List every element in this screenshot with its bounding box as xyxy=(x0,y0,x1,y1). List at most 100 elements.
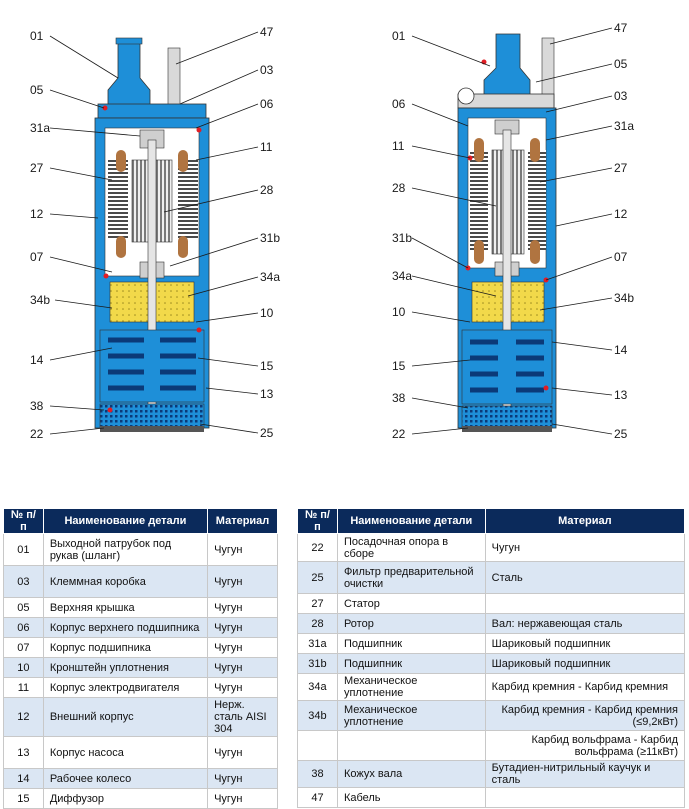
cell-name: Механическое уплотнение xyxy=(336,673,486,701)
callout-15: 15 xyxy=(260,359,274,373)
callout-11: 11 xyxy=(260,140,273,154)
table-row: 11 Корпус электродвигателя Чугун xyxy=(3,677,278,698)
callout-22: 22 xyxy=(30,427,44,441)
cell-material: Бутадиен-нитрильный каучук и сталь xyxy=(484,760,686,788)
cell-name: Механическое уплотнение xyxy=(336,700,486,731)
cell-num: 15 xyxy=(3,788,44,809)
callout-13: 13 xyxy=(260,387,274,401)
cell-material: Нерж. сталь AISI 304 xyxy=(207,697,278,737)
cell-name: Внешний корпус xyxy=(42,697,209,737)
callout-06: 06 xyxy=(392,97,406,111)
cell-num: 34a xyxy=(297,673,338,701)
cell-num: 12 xyxy=(3,697,44,737)
parts-table-left: № п/п Наименование детали Материал 01 Вы… xyxy=(3,508,278,809)
cell-num xyxy=(297,730,338,761)
callout-28: 28 xyxy=(392,181,406,195)
callout-25: 25 xyxy=(614,427,628,441)
cell-material: Чугун xyxy=(207,788,278,809)
table-row: 27 Статор xyxy=(297,593,686,614)
callout-07: 07 xyxy=(30,250,44,264)
callout-47: 47 xyxy=(260,25,274,39)
callout-11: 11 xyxy=(392,139,405,153)
callout-05: 05 xyxy=(30,83,44,97)
callout-34a: 34a xyxy=(260,270,280,284)
cell-name: Кабель xyxy=(336,787,486,808)
cell-num: 03 xyxy=(3,565,44,598)
cell-material: Чугун xyxy=(484,533,686,562)
cell-name: Посадочная опора в сборе xyxy=(336,533,486,562)
cell-num: 14 xyxy=(3,768,44,789)
table-row: 06 Корпус верхнего подшипника Чугун xyxy=(3,617,278,638)
cell-num: 28 xyxy=(297,613,338,634)
callout-38: 38 xyxy=(392,391,406,405)
pump-right xyxy=(457,33,557,432)
table-row: 25 Фильтр предварительной очистки Сталь xyxy=(297,561,686,594)
table-row: 10 Кронштейн уплотнения Чугун xyxy=(3,657,278,678)
header-material: Материал xyxy=(207,508,278,534)
cell-material: Чугун xyxy=(207,533,278,566)
callout-07: 07 xyxy=(614,250,628,264)
callout-25: 25 xyxy=(260,426,274,440)
table-row: 12 Внешний корпус Нерж. сталь AISI 304 xyxy=(3,697,278,737)
callout-10: 10 xyxy=(260,306,274,320)
table-row: 31a Подшипник Шариковый подшипник xyxy=(297,633,686,654)
cell-num: 01 xyxy=(3,533,44,566)
cell-name: Статор xyxy=(336,593,486,614)
callout-05: 05 xyxy=(614,57,628,71)
cell-num: 10 xyxy=(3,657,44,678)
callouts-right: 01 06 11 28 31b 34a 10 15 38 22 47 05 03… xyxy=(392,21,634,441)
cell-name: Рабочее колесо xyxy=(42,768,209,789)
cell-material: Вал: нержавеющая сталь xyxy=(484,613,686,634)
cell-name: Подшипник xyxy=(336,633,486,654)
table-row: 34a Механическое уплотнение Карбид кремн… xyxy=(297,673,686,701)
cell-material: Чугун xyxy=(207,677,278,698)
callout-47: 47 xyxy=(614,21,628,35)
cell-material: Шариковый подшипник xyxy=(484,653,686,674)
callout-31a: 31a xyxy=(30,121,50,135)
cell-num: 25 xyxy=(297,561,338,594)
cell-material: Чугун xyxy=(207,736,278,769)
cell-material: Сталь xyxy=(484,561,686,594)
cell-material xyxy=(484,593,686,614)
cell-material: Чугун xyxy=(207,565,278,598)
header-num: № п/п xyxy=(297,508,338,534)
cell-num: 31b xyxy=(297,653,338,674)
cell-num: 13 xyxy=(3,736,44,769)
table-row: 47 Кабель xyxy=(297,787,686,808)
cell-material: Карбид вольфрама - Карбид вольфрама (≥11… xyxy=(484,730,686,761)
cell-material: Чугун xyxy=(207,617,278,638)
cell-name: Корпус подшипника xyxy=(42,637,209,658)
cell-material: Чугун xyxy=(207,657,278,678)
leader-lines-left xyxy=(49,31,259,435)
table-row: 03 Клеммная коробка Чугун xyxy=(3,565,278,598)
cell-name: Подшипник xyxy=(336,653,486,674)
cell-name: Ротор xyxy=(336,613,486,634)
cell-name: Кронштейн уплотнения xyxy=(42,657,209,678)
callout-10: 10 xyxy=(392,305,406,319)
callout-38: 38 xyxy=(30,399,44,413)
callout-28: 28 xyxy=(260,183,274,197)
cell-num: 31a xyxy=(297,633,338,654)
pump-cross-section-diagrams: 01 05 31a 27 12 07 34b 14 38 22 47 03 06… xyxy=(30,21,634,441)
cell-material: Чугун xyxy=(207,637,278,658)
table-row: 28 Ротор Вал: нержавеющая сталь xyxy=(297,613,686,634)
cell-material: Чугун xyxy=(207,597,278,618)
parts-table-right: № п/п Наименование детали Материал 22 По… xyxy=(297,508,686,808)
callouts-left: 01 05 31a 27 12 07 34b 14 38 22 47 03 06… xyxy=(30,25,280,441)
cell-name: Диффузор xyxy=(42,788,209,809)
callout-12: 12 xyxy=(30,207,44,221)
cell-name xyxy=(336,730,486,761)
cell-num: 38 xyxy=(297,760,338,788)
table-header-row: № п/п Наименование детали Материал xyxy=(3,508,278,534)
header-name: Наименование детали xyxy=(42,508,209,534)
table-row: 22 Посадочная опора в сборе Чугун xyxy=(297,533,686,562)
table-row: 07 Корпус подшипника Чугун xyxy=(3,637,278,658)
callout-01: 01 xyxy=(392,29,406,43)
callout-31b: 31b xyxy=(260,231,280,245)
callout-03: 03 xyxy=(260,63,274,77)
header-num: № п/п xyxy=(3,508,44,534)
callout-03: 03 xyxy=(614,89,628,103)
callout-14: 14 xyxy=(30,353,44,367)
cell-material xyxy=(484,787,686,808)
cell-name: Корпус верхнего подшипника xyxy=(42,617,209,638)
